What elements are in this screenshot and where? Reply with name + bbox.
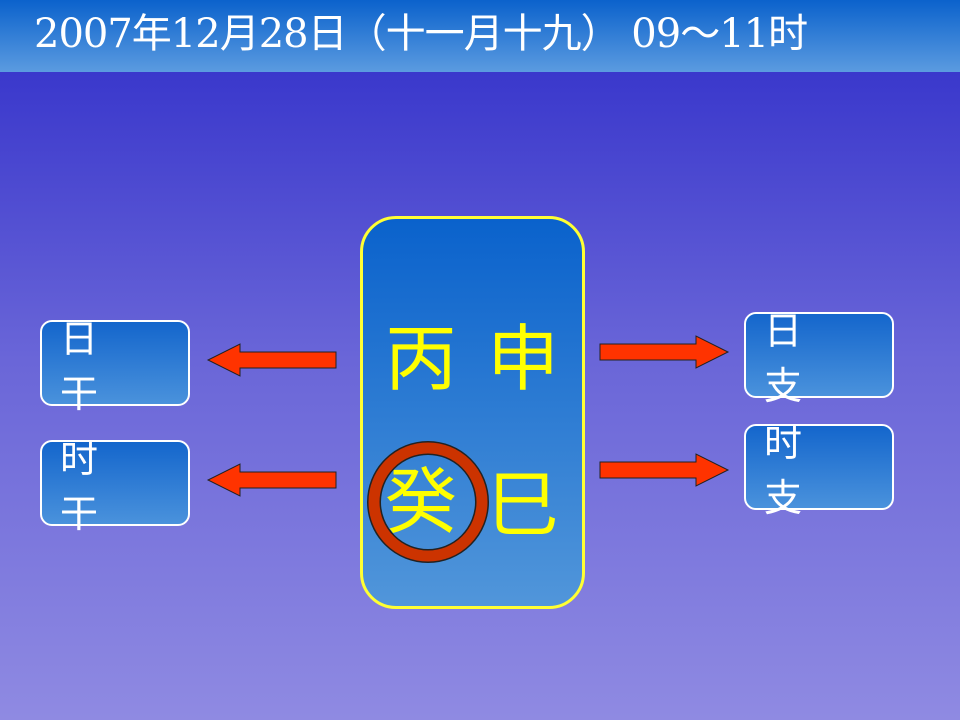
arrow-right-hour (599, 453, 730, 487)
day-branch-box: 日 支 (744, 309, 894, 408)
arrow-right-day (599, 335, 730, 369)
highlight-circle-fill (368, 442, 488, 562)
hour-stem-char: 癸 (385, 460, 458, 544)
arrow-left-hour (206, 463, 337, 497)
day-stem-box: 日 干 (40, 317, 190, 416)
arrow-left-day (206, 343, 337, 377)
slide-title: 2007年12月28日（十一月十九） 09～11时 (34, 11, 808, 57)
hour-branch-box: 时 支 (744, 421, 894, 520)
day-stem-char: 丙 (385, 317, 458, 401)
title-bar: 2007年12月28日（十一月十九） 09～11时 (0, 0, 960, 72)
hour-branch-char: 巳 (487, 463, 560, 547)
day-branch-char: 申 (487, 317, 560, 401)
